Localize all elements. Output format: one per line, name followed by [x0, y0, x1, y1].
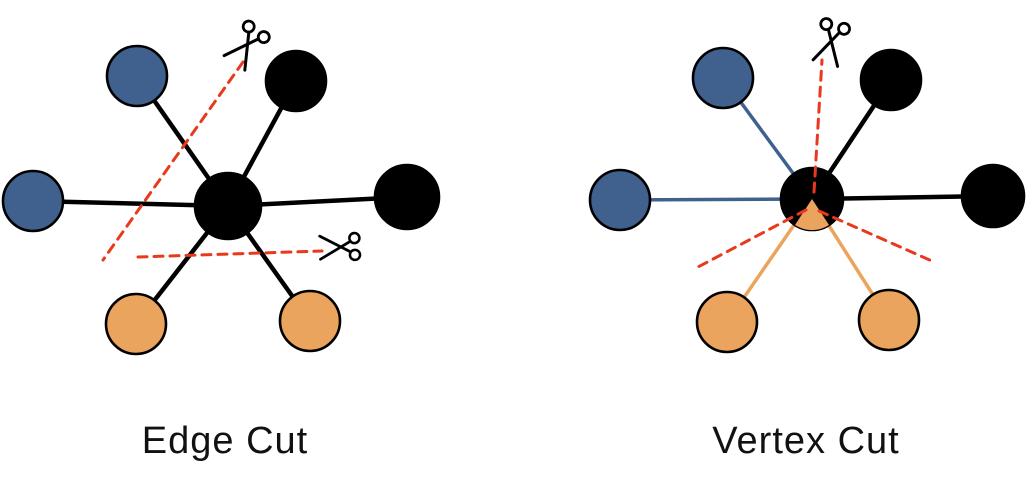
graph-node-black [859, 48, 923, 112]
diagram-label: Vertex Cut [712, 420, 899, 462]
graph-node-black [264, 49, 328, 113]
graph-node-black [373, 163, 441, 231]
vertex-cut-diagram: Vertex Cut [588, 17, 1026, 462]
graph-node-blue [691, 46, 755, 110]
diagram-label: Edge Cut [142, 420, 308, 462]
cut-line [696, 208, 808, 269]
graph-node-blue [105, 44, 169, 108]
graph-node-orange [104, 292, 168, 356]
center-node-wedge [795, 199, 829, 231]
graph-node-blue [588, 168, 652, 232]
graph-node-blue [1, 169, 65, 233]
scissors-icon [222, 19, 271, 72]
cut-line [817, 209, 934, 263]
cut-line [136, 249, 324, 259]
edge-cut-diagram: Edge Cut [1, 19, 441, 462]
graph-node-black [960, 163, 1026, 229]
cut-line [101, 60, 245, 262]
graph-node-orange [857, 288, 921, 352]
cut-line [812, 58, 824, 194]
scissors-icon [318, 231, 362, 262]
graph-node-orange [695, 290, 759, 354]
center-node [193, 171, 263, 241]
graph-node-orange [278, 289, 342, 353]
scissors-icon [811, 17, 851, 68]
